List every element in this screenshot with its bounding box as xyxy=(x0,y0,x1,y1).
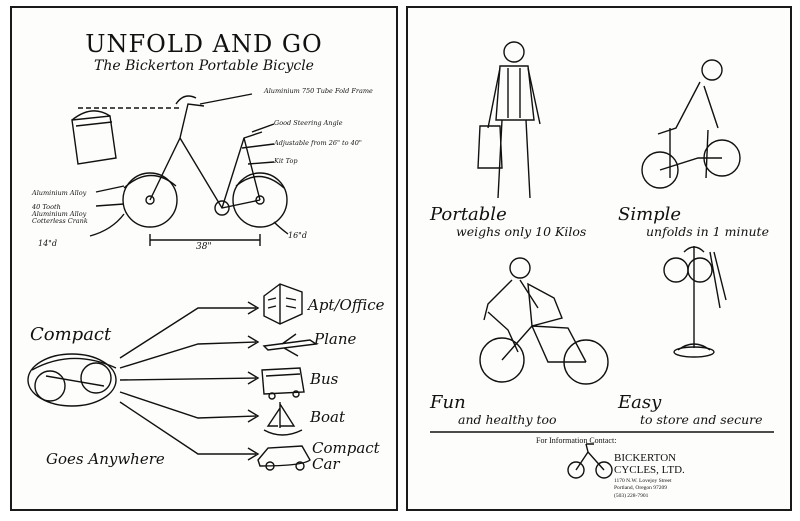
car-icon xyxy=(257,445,311,467)
annotation-clamp: Kit Top xyxy=(274,157,298,165)
right-brochure-page: Portable weighs only 10 Kilos Simple unf… xyxy=(406,6,792,511)
simple-illustration xyxy=(641,59,741,189)
plane-icon xyxy=(262,333,318,357)
folded-bike xyxy=(27,353,117,407)
feature-fun-text: and healthy too xyxy=(458,412,557,427)
fun-illustration xyxy=(479,257,609,385)
company-name: BICKERTON CYCLES, LTD. xyxy=(614,452,685,476)
brochure-subtitle: The Bickerton Portable Bicycle xyxy=(94,58,314,74)
feature-fun-heading: Fun xyxy=(430,392,466,413)
contact-label: For Information Contact: xyxy=(536,436,617,445)
destination-boat: Boat xyxy=(310,408,346,426)
company-phone: (503) 228-7901 xyxy=(614,493,649,499)
annotation-frame: Aluminium 750 Tube Fold Frame xyxy=(264,87,373,95)
annotation-crank: 40 Tooth Aluminium Alloy Cotterless Cran… xyxy=(32,203,88,225)
annotation-length: 38" xyxy=(196,242,212,252)
easy-illustration xyxy=(663,246,727,358)
annotation-tyre-right: 16"d xyxy=(288,231,307,240)
bus-icon xyxy=(261,367,305,395)
feature-simple-heading: Simple xyxy=(618,204,682,225)
feature-portable-heading: Portable xyxy=(430,204,507,225)
destination-apt-office: Apt/Office xyxy=(308,296,385,314)
destination-compact-car: Compact Car xyxy=(312,439,380,473)
bicycle-drawing xyxy=(27,93,318,471)
goes-anywhere-label: Goes Anywhere xyxy=(46,450,165,468)
feature-portable-text: weighs only 10 Kilos xyxy=(456,224,587,239)
feature-simple-text: unfolds in 1 minute xyxy=(646,224,769,239)
feature-illustrations xyxy=(430,41,774,479)
annotation-handlebar: Good Steering Angle xyxy=(274,119,343,127)
boat-icon xyxy=(266,402,296,428)
portable-illustration xyxy=(477,41,541,199)
feature-easy-text: to store and secure xyxy=(640,412,763,427)
bag-illustration xyxy=(71,115,117,165)
company-logo xyxy=(567,443,613,479)
annotation-alloy: Aluminium Alloy xyxy=(32,189,87,197)
company-address-line2: Portland, Oregon 97209 xyxy=(614,485,668,491)
annotation-seat: Adjustable from 26" to 40" xyxy=(274,139,362,147)
front-wheel xyxy=(122,172,178,228)
annotation-tyre-left: 14"d xyxy=(38,239,57,248)
building-icon xyxy=(263,283,303,325)
company-address-line1: 1170 N.W. Lovejoy Street xyxy=(614,478,672,484)
destination-bus: Bus xyxy=(310,370,339,388)
left-brochure-page: UNFOLD AND GO The Bickerton Portable Bic… xyxy=(10,6,398,511)
brochure-title: UNFOLD AND GO xyxy=(85,30,323,58)
destination-plane: Plane xyxy=(314,330,357,348)
compact-label: Compact xyxy=(30,324,112,345)
rear-wheel xyxy=(232,172,288,228)
feature-easy-heading: Easy xyxy=(618,392,662,413)
